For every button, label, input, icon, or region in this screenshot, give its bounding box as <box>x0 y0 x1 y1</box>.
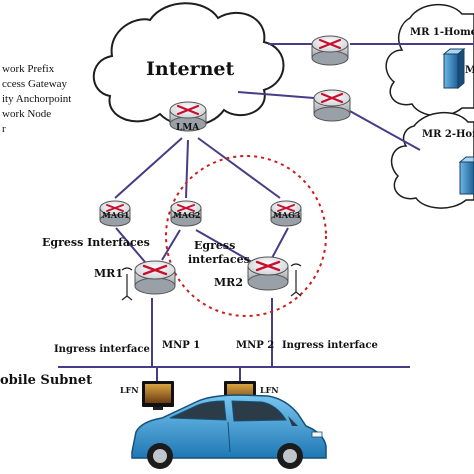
link-mag3-mr2 <box>271 227 289 259</box>
mag3-label: MAG3 <box>273 210 301 220</box>
link-mag2-mr2 <box>195 229 253 263</box>
mr2-label: MR2 <box>214 276 243 289</box>
mr1-antenna-icon <box>121 267 133 301</box>
link-lma-mag1 <box>114 137 183 199</box>
mr2-home-label: MR 2-Home <box>422 129 474 140</box>
lma-label: LMA <box>176 123 200 133</box>
mobile-subnet-label: obile Subnet <box>0 373 93 388</box>
mag3-router <box>270 200 302 227</box>
link-mag1-mr1 <box>115 227 146 263</box>
mr1-home-label: MR 1-Home <box>410 27 474 38</box>
egress-interfaces-mid-label-1: Egress <box>194 239 236 252</box>
link-lma-mag2 <box>185 139 189 199</box>
mnp2-label: MNP 2 <box>236 340 275 351</box>
mnp1-label: MNP 1 <box>162 340 201 351</box>
lfn-right-label: LFN <box>260 385 279 395</box>
mag1-router <box>99 200 131 227</box>
mr1-label: MR1 <box>94 267 123 280</box>
mag1-label: MAG1 <box>102 210 130 220</box>
internet-cloud <box>92 2 285 127</box>
internet-label: Internet <box>146 58 235 80</box>
link-internet-homerouter2 <box>237 91 315 99</box>
legend-line-4: work Node <box>2 108 52 120</box>
home-router-2 <box>313 89 351 122</box>
egress-interfaces-left-label: Egress Interfaces <box>42 236 150 249</box>
legend-line-1: work Prefix <box>2 63 55 75</box>
handover-region-circle <box>165 155 327 317</box>
lfn-monitor-left-icon <box>142 381 174 410</box>
legend-line-5: r <box>2 123 6 135</box>
mr2-antenna-icon <box>290 263 302 297</box>
home-router-1 <box>311 35 349 66</box>
mag2-router <box>170 200 202 227</box>
link-mag2-mr1 <box>161 229 181 261</box>
mr2-router <box>247 256 289 291</box>
server-icon-mr2-home <box>458 156 474 195</box>
legend-line-2: ccess Gateway <box>2 78 68 90</box>
car-icon <box>131 394 327 469</box>
server-icon-mr1-home <box>442 47 466 90</box>
links <box>58 43 474 381</box>
lfn-left-label: LFN <box>120 385 139 395</box>
ingress-interface-left-label: Ingress interface <box>54 344 150 355</box>
lma-router <box>169 101 207 132</box>
legend-line-3: ity Anchorpoint <box>2 93 72 105</box>
mag2-label: MAG2 <box>173 210 201 220</box>
mr2-home-cloud <box>390 111 474 209</box>
ingress-interface-right-label: Ingress interface <box>282 340 378 351</box>
link-lma-mag3 <box>197 137 281 199</box>
mr1-router <box>134 260 176 295</box>
mr1-home-partial-label: M <box>465 65 474 76</box>
egress-interfaces-mid-label-2: interfaces <box>188 253 250 266</box>
link-homerouter2-mr2home <box>347 109 421 151</box>
